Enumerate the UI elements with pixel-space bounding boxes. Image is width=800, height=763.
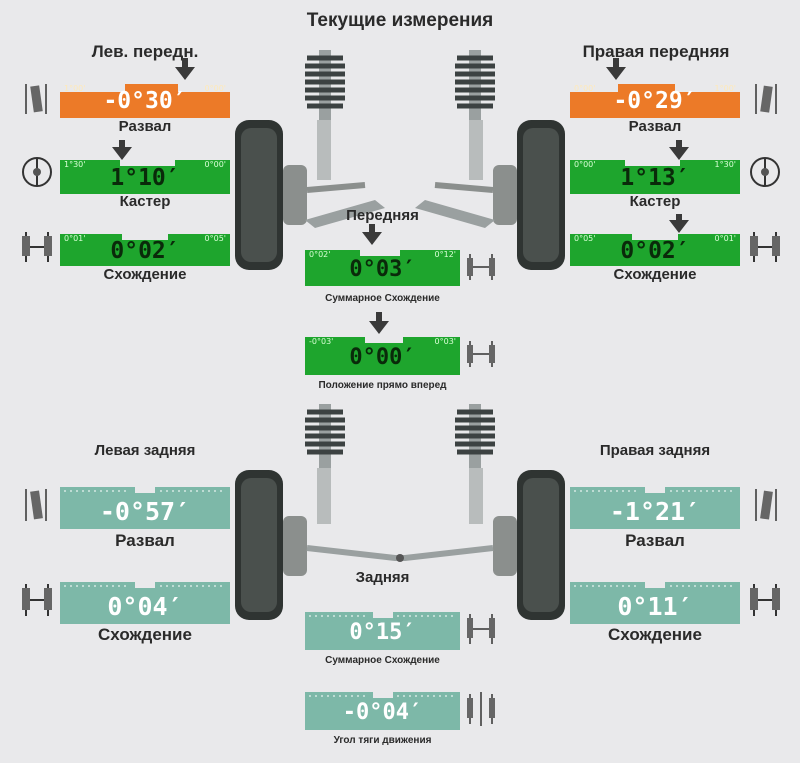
caster-icon xyxy=(750,157,780,187)
front-right-camber-meter: 0°00' 1°00' -0°29′ xyxy=(570,82,740,118)
front-left-toe-min: 0°01' xyxy=(64,234,86,243)
straight-ahead-max: 0°03' xyxy=(434,337,456,346)
thrust-angle-meter: -0°04′ xyxy=(305,690,460,730)
total-toe-icon xyxy=(467,614,495,644)
straight-ahead-meter: -0°03' 0°03' 0°00′ xyxy=(305,335,460,375)
front-total-toe-value: 0°03′ xyxy=(349,257,416,282)
rear-total-toe-meter: 0°15′ xyxy=(305,610,460,650)
front-right-toe-min: 0°05' xyxy=(574,234,596,243)
rear-left-toe-label: Схождение xyxy=(98,625,192,644)
front-total-toe-max: 0°12' xyxy=(434,250,456,259)
thrust-angle-value: -0°04′ xyxy=(342,700,423,725)
front-left-camber-meter: 1°00' 0°00' -0°30′ xyxy=(60,82,230,118)
rear-left-heading: Левая задняя xyxy=(94,442,196,459)
page-title: Текущие измерения xyxy=(306,10,494,31)
front-left-camber-value: -0°30′ xyxy=(103,88,187,114)
rear-left-toe-value: 0°04′ xyxy=(107,592,183,621)
front-right-toe-label: Схождение xyxy=(613,266,697,283)
front-left-caster-indicator-arrow xyxy=(112,147,132,160)
rear-right-camber-label: Развал xyxy=(625,531,685,550)
rear-right-toe-meter: 0°11′ xyxy=(570,580,740,624)
rear-right-heading: Правая задняя xyxy=(599,442,711,459)
rear-right-toe-value: 0°11′ xyxy=(617,592,693,621)
front-axle-heading: Передняя xyxy=(346,207,419,224)
rear-right-camber-meter: -1°21′ xyxy=(570,485,740,529)
camber-icon xyxy=(755,84,777,114)
front-right-camber-max: 1°00' xyxy=(714,84,736,93)
rear-left-toe-meter: 0°04′ xyxy=(60,580,230,624)
front-suspension-image xyxy=(235,50,565,270)
front-right-toe-value: 0°02′ xyxy=(620,238,690,264)
straight-ahead-label: Положение прямо вперед xyxy=(318,380,447,391)
front-total-toe-min: 0°02' xyxy=(309,250,331,259)
straight-ahead-min: -0°03' xyxy=(309,337,334,346)
front-right-toe-indicator-arrow xyxy=(669,220,689,233)
front-right-caster-value: 1°13′ xyxy=(620,165,690,191)
front-right-toe-meter: 0°05' 0°01' 0°02′ xyxy=(570,232,740,266)
rear-left-camber-value: -0°57′ xyxy=(99,497,191,526)
rear-total-toe-value: 0°15′ xyxy=(349,620,416,645)
front-left-caster-label: Кастер xyxy=(119,193,171,210)
front-right-toe-max: 0°01' xyxy=(714,234,736,243)
camber-icon xyxy=(25,489,47,521)
toe-icon xyxy=(22,232,52,262)
front-left-camber-max: 0°00' xyxy=(204,84,226,93)
rear-suspension-image xyxy=(235,404,565,620)
rear-total-toe-label: Суммарное Схождение xyxy=(325,655,440,666)
front-right-caster-indicator-arrow xyxy=(669,147,689,160)
rear-left-camber-meter: -0°57′ xyxy=(60,485,230,529)
front-right-camber-indicator-arrow xyxy=(606,67,626,80)
front-right-caster-min: 0°00' xyxy=(574,160,596,169)
front-right-camber-min: 0°00' xyxy=(574,84,596,93)
front-right-heading: Правая передняя xyxy=(582,42,730,61)
front-left-camber-label: Развал xyxy=(118,118,172,135)
thrust-angle-label: Угол тяги движения xyxy=(333,735,432,746)
camber-icon xyxy=(25,84,47,114)
toe-icon xyxy=(750,584,780,616)
front-total-toe-meter: 0°02' 0°12' 0°03′ xyxy=(305,248,460,286)
rear-left-camber-label: Развал xyxy=(115,531,175,550)
rear-right-camber-value: -1°21′ xyxy=(609,497,701,526)
thrust-icon xyxy=(467,692,495,726)
front-left-caster-meter: 1°30' 0°00' 1°10′ xyxy=(60,158,230,194)
front-total-toe-label: Суммарное Схождение xyxy=(325,293,440,304)
front-right-camber-label: Развал xyxy=(628,118,682,135)
front-right-camber-value: -0°29′ xyxy=(613,88,697,114)
rear-right-toe-label: Схождение xyxy=(608,625,702,644)
front-left-camber-indicator-arrow xyxy=(175,67,195,80)
front-left-toe-max: 0°05' xyxy=(204,234,226,243)
front-left-toe-value: 0°02′ xyxy=(110,238,180,264)
front-left-toe-label: Схождение xyxy=(103,266,187,283)
front-left-caster-value: 1°10′ xyxy=(110,165,180,191)
front-right-caster-max: 1°30' xyxy=(714,160,736,169)
front-left-caster-max: 0°00' xyxy=(204,160,226,169)
rear-axle-heading: Задняя xyxy=(355,569,410,586)
straight-ahead-icon xyxy=(467,341,495,367)
toe-icon xyxy=(22,584,52,616)
front-left-caster-min: 1°30' xyxy=(64,160,86,169)
front-left-camber-min: 1°00' xyxy=(64,84,86,93)
front-total-toe-indicator-arrow xyxy=(362,232,382,245)
front-left-toe-meter: 0°01' 0°05' 0°02′ xyxy=(60,232,230,266)
caster-icon xyxy=(22,157,52,187)
straight-ahead-indicator-arrow xyxy=(369,321,389,334)
front-right-caster-meter: 0°00' 1°30' 1°13′ xyxy=(570,158,740,194)
camber-icon xyxy=(755,489,777,521)
toe-icon xyxy=(750,232,780,262)
front-right-caster-label: Кастер xyxy=(629,193,681,210)
total-toe-icon xyxy=(467,254,495,280)
straight-ahead-value: 0°00′ xyxy=(349,345,416,370)
front-left-heading: Лев. передн. xyxy=(91,42,199,61)
